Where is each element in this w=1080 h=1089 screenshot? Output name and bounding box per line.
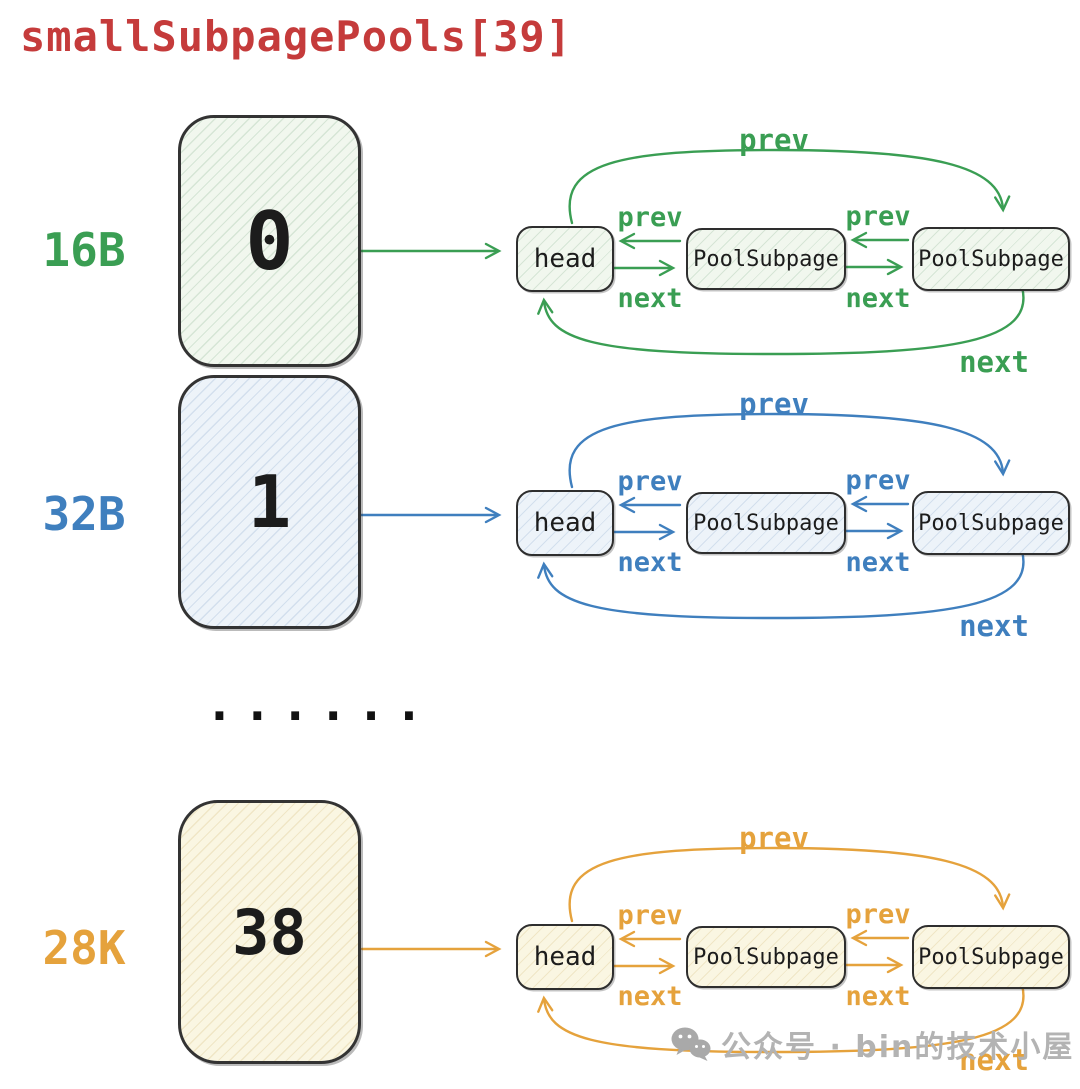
next-label-2: next (845, 283, 911, 314)
array-slot-card-32b: 1 (178, 375, 361, 629)
array-index-16b: 0 (245, 194, 294, 288)
ellipsis-dots: ...... (205, 676, 433, 732)
prev-label-1: prev (617, 466, 683, 497)
poolsubpage-node-1-16b: PoolSubpage (686, 228, 846, 290)
next-label-2: next (845, 547, 911, 578)
page-title: smallSubpagePools[39] (20, 12, 573, 61)
next-label-bottom: next (959, 1043, 1029, 1077)
prev-label-top: prev (739, 387, 809, 421)
array-index-28k: 38 (232, 895, 307, 969)
prev-label-2: prev (845, 465, 911, 496)
head-node-32b: head (516, 490, 614, 556)
wechat-icon (671, 1027, 711, 1061)
next-label-2: next (845, 981, 911, 1012)
next-label-1: next (617, 981, 683, 1012)
array-slot-card-16b: 0 (178, 115, 361, 367)
head-node-28k: head (516, 924, 614, 990)
prev-label-2: prev (845, 201, 911, 232)
array-index-32b: 1 (247, 460, 292, 544)
prev-label-1: prev (617, 900, 683, 931)
watermark-text: 公众号 · bin的技术小屋 (721, 1030, 1075, 1065)
size-label-32b: 32B (42, 487, 126, 541)
next-label-bottom: next (959, 609, 1029, 643)
next-label-1: next (617, 283, 683, 314)
size-label-28k: 28K (42, 921, 126, 975)
array-slot-card-28k: 38 (178, 800, 361, 1064)
next-label-1: next (617, 547, 683, 578)
poolsubpage-node-2-28k: PoolSubpage (912, 925, 1070, 989)
prev-label-top: prev (739, 821, 809, 855)
prev-label-1: prev (617, 202, 683, 233)
poolsubpage-node-1-28k: PoolSubpage (686, 926, 846, 988)
watermark: 公众号 · bin的技术小屋 (670, 1022, 1074, 1066)
poolsubpage-node-2-32b: PoolSubpage (912, 491, 1070, 555)
poolsubpage-node-2-16b: PoolSubpage (912, 227, 1070, 291)
size-label-16b: 16B (42, 223, 126, 277)
prev-label-top: prev (739, 123, 809, 157)
head-node-16b: head (516, 226, 614, 292)
prev-label-2: prev (845, 899, 911, 930)
next-label-bottom: next (959, 345, 1029, 379)
poolsubpage-node-1-32b: PoolSubpage (686, 492, 846, 554)
